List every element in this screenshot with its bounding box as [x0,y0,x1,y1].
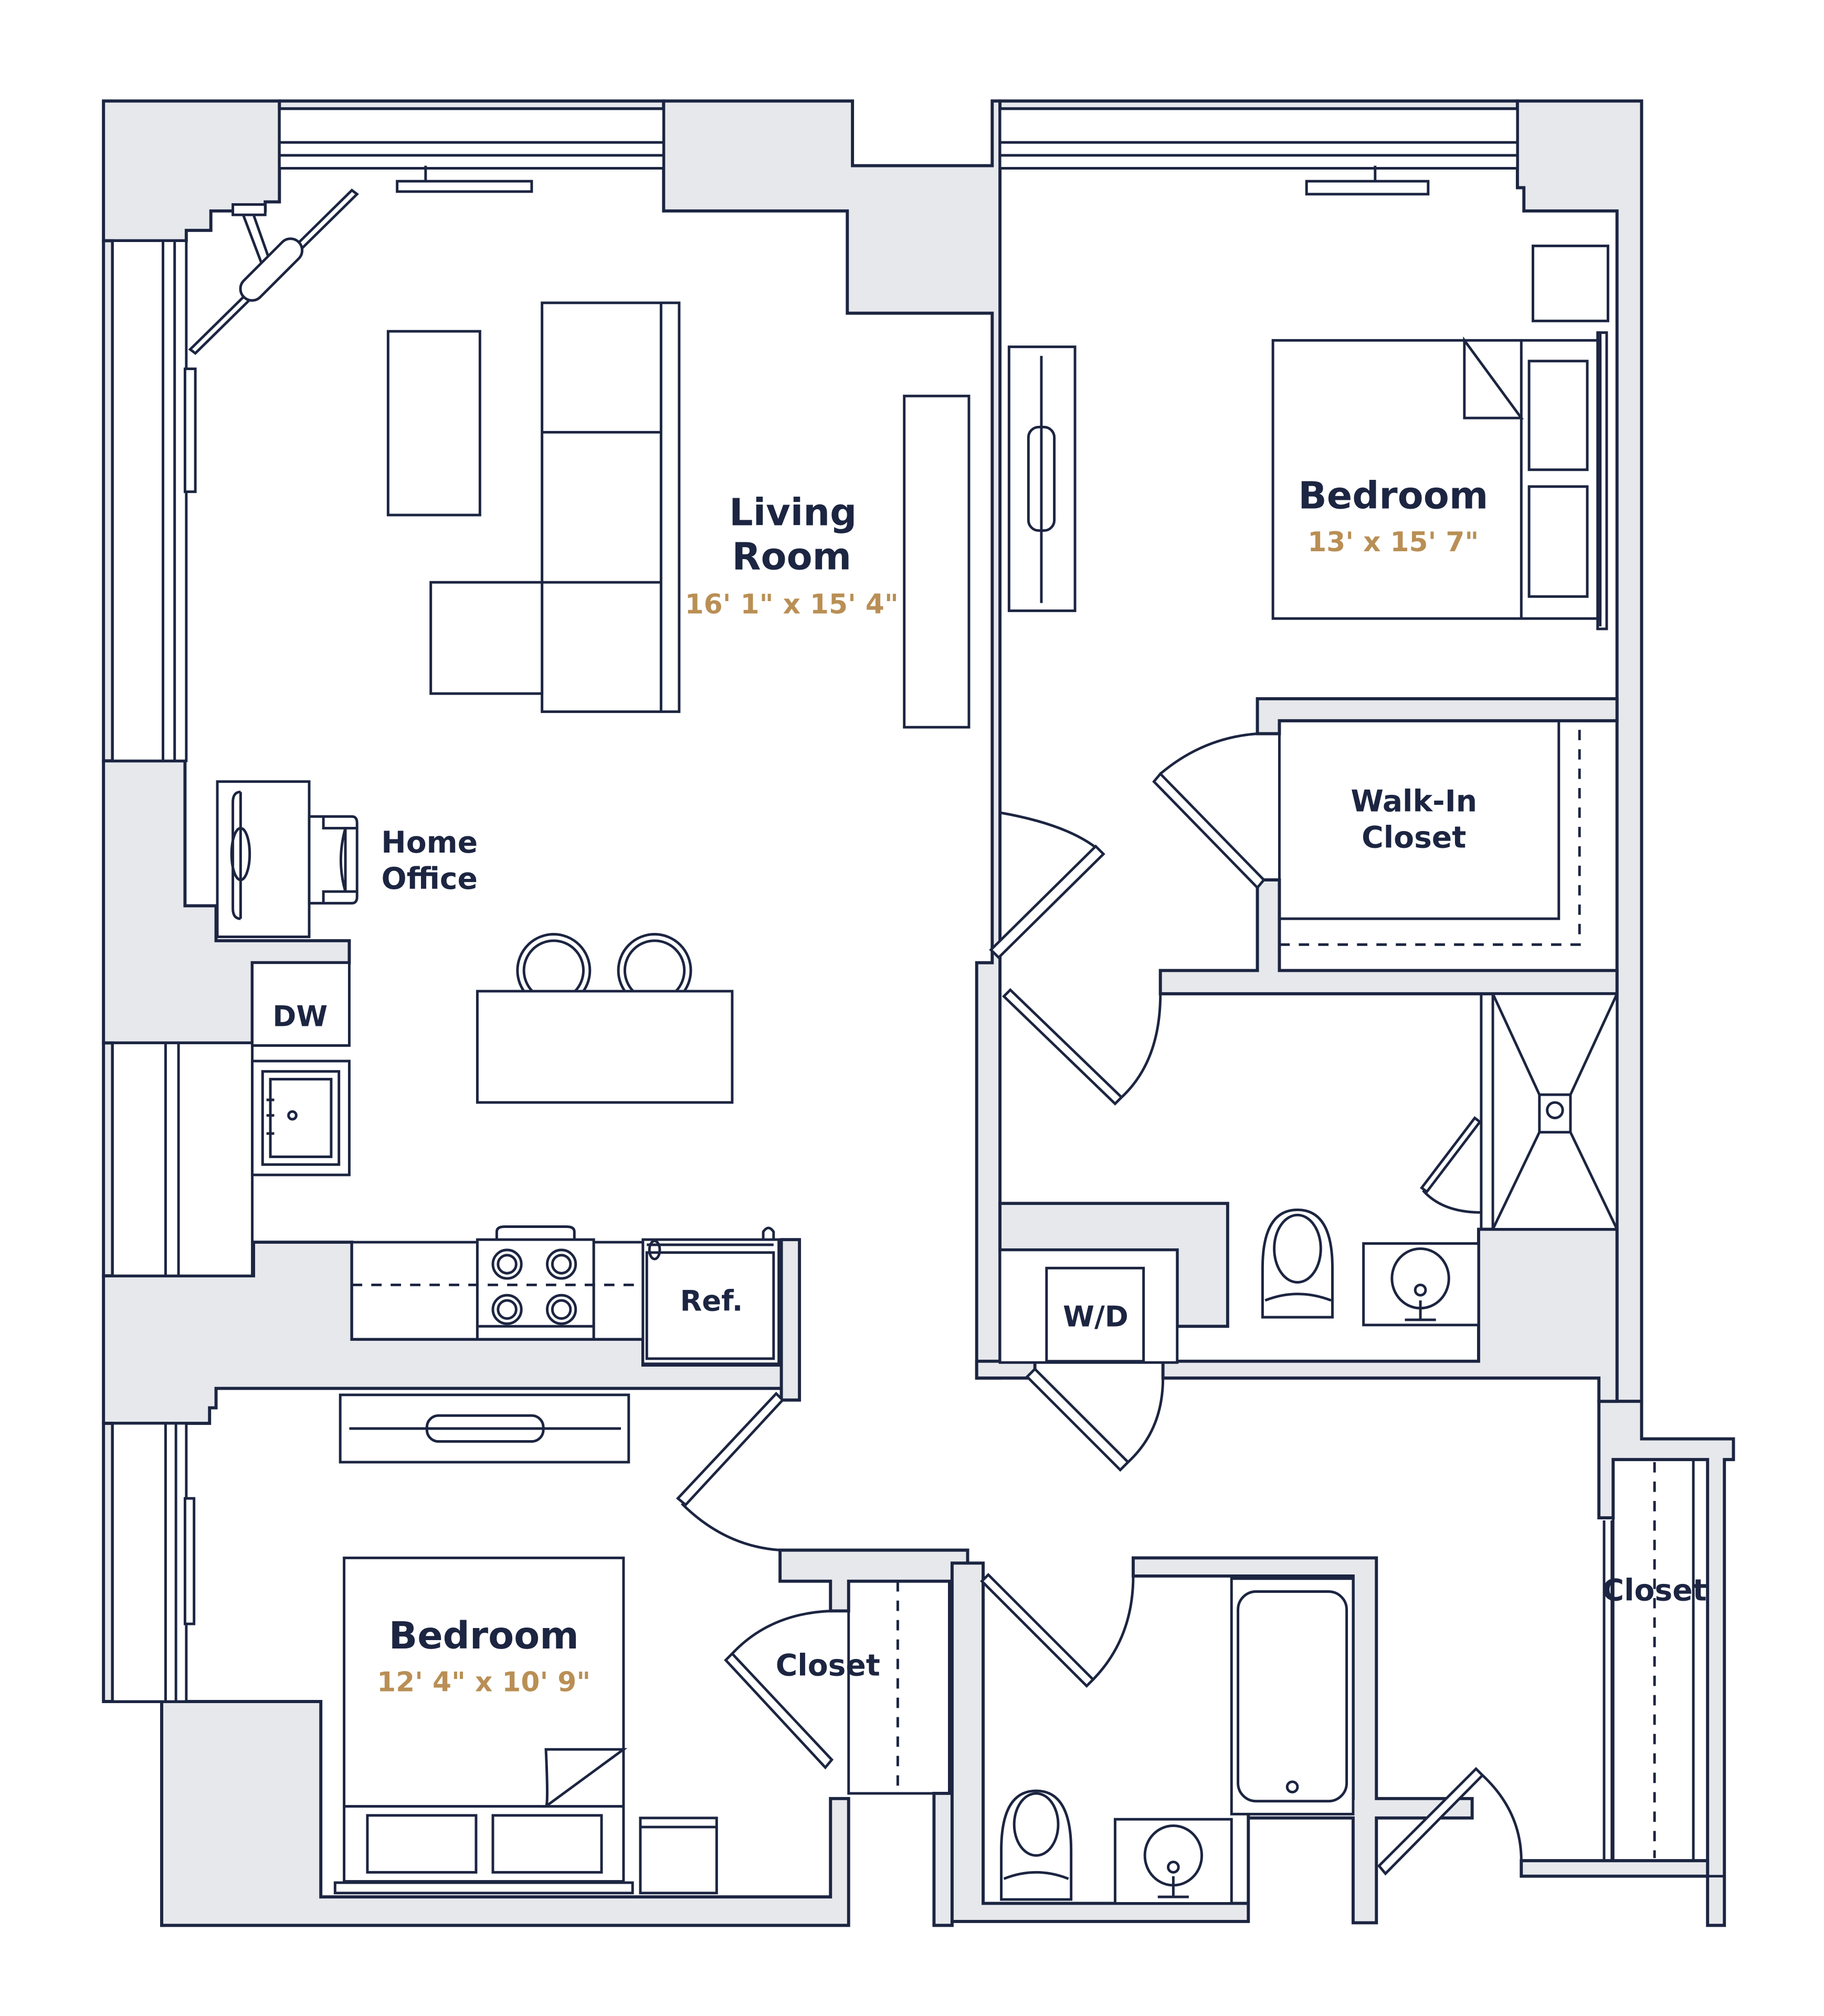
kitchen-sink [261,1070,341,1166]
tv-console [903,394,971,729]
label-living-room-2: Room [732,535,851,579]
pillow-2 [1527,485,1589,598]
living-room-furniture [216,301,971,1104]
window-top-bedroom [998,107,1519,170]
range [476,1238,595,1341]
burners [491,1248,577,1325]
label-primary-bedroom: Bedroom [1298,474,1488,518]
second-bedroom-furniture [333,1393,951,1895]
label-dishwasher: DW [272,1000,328,1033]
window-left-kitchen [111,1042,254,1277]
outline [102,99,1735,1927]
windows [111,107,1519,1703]
shower [1491,992,1619,1231]
counter-right [592,1241,645,1341]
wall-walkin-left [1158,878,1619,995]
wall-bottom-left [103,1700,165,1927]
label-home-office-2: Office [382,862,478,896]
door-balcony [188,188,359,355]
door-primary-bedroom [989,811,1105,960]
door-shower [1420,1116,1482,1214]
bathtub [1230,1577,1355,1815]
window-left-bedroom [111,1422,188,1703]
door-hall-closet [1377,1520,1614,1876]
wall-top-left-corner [102,99,281,243]
wall-left-kitchen [102,1041,114,1278]
wall-right-closet [1597,1400,1735,1927]
refrigerator [641,1238,781,1366]
dimension-second-bedroom: 12' 4" x 10' 9" [377,1666,591,1698]
door-bedroom-closet [724,1610,834,1770]
walk-in-closet [1278,719,1619,971]
door-hall-bath [980,1572,1135,1688]
wall-bath1-right [1161,1227,1619,1403]
label-second-bedroom: Bedroom [389,1614,579,1657]
primary-bedroom-furniture [1007,244,1609,631]
primary-bath [1261,992,1619,1327]
door-primary-bath [1001,988,1162,1106]
toilet-hall [1000,1789,1073,1901]
pillow-3 [366,1814,478,1874]
hall-closet [1611,1458,1695,1862]
sofa-chaise [429,581,544,695]
label-washer-dryer: W/D [1063,1300,1129,1333]
toilet [1261,1209,1334,1319]
coffee-table [386,330,481,517]
wall-central-chase [662,99,1002,1380]
wall-left-upper [102,239,114,763]
window-sill-top-bedroom [1305,180,1430,196]
laundry [998,1248,1179,1364]
door-second-bedroom [676,1391,785,1552]
door-washer-dryer [1025,1367,1165,1472]
label-bedroom-closet: Closet [776,1648,880,1683]
kitchen [251,961,781,1366]
wall-left-lower [102,1422,114,1703]
label-hall-closet: Closet [1602,1573,1707,1608]
doors [188,188,1614,1876]
door-walk-in-closet [1152,732,1266,890]
kitchen-island [476,990,734,1104]
wall-bottom-right [1520,1859,1710,1878]
label-home-office-1: Home [381,825,478,860]
nightstand-second [639,1816,718,1895]
nightstand [1532,244,1609,322]
label-living-room-1: Living [729,491,857,534]
window-top-living [278,107,665,170]
pillow-1 [1527,360,1589,471]
label-walk-in-closet-1: Walk-In [1351,784,1477,818]
sofa-back [541,301,681,713]
pillow-4 [491,1814,603,1874]
wall-walkin-closet [1256,697,1619,736]
dishwasher [251,961,351,1047]
label-walk-in-closet-2: Closet [1362,820,1466,855]
label-refrigerator: Ref. [680,1285,743,1318]
hall-bath [1000,1577,1355,1905]
dimension-living-room: 16' 1" x 15' 4" [685,589,899,620]
dimension-primary-bedroom: 13' x 15' 7" [1308,527,1479,558]
washer-dryer [1045,1266,1145,1363]
window-sill-top-living [396,180,533,193]
labels: Living Room 16' 1" x 15' 4" Bedroom 13' … [272,474,1706,1698]
counter-left [350,1241,479,1341]
